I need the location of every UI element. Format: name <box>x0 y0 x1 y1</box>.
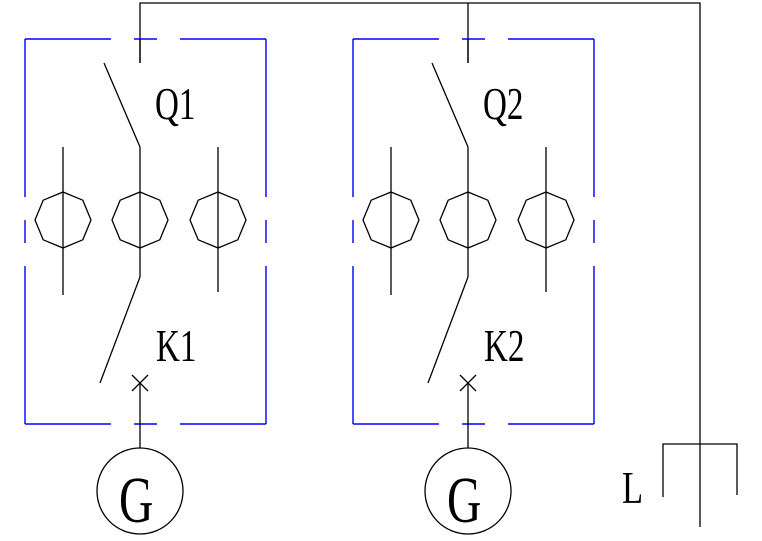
contactor-contact <box>99 276 141 384</box>
bus-wire <box>139 2 701 527</box>
generator-label: G <box>119 465 153 537</box>
current-transformer-icon <box>439 191 497 249</box>
current-transformer-icon <box>34 191 92 249</box>
current-transformer-icon <box>517 191 575 249</box>
generator-icon <box>96 447 184 535</box>
current-transformer-icon <box>362 191 420 249</box>
generator-icon <box>424 447 512 535</box>
current-transformer-icon <box>111 191 169 249</box>
breaker-label: Q2 <box>483 78 523 130</box>
main-bus <box>139 2 701 527</box>
breaker-label: Q1 <box>155 78 195 130</box>
load-label: L <box>622 462 643 513</box>
current-transformer-icon <box>189 191 247 249</box>
breaker-contact <box>103 62 141 148</box>
contactor-label: K2 <box>484 320 524 372</box>
load-symbol <box>662 443 738 497</box>
contactor-label: K1 <box>156 320 196 372</box>
load: L <box>622 443 738 513</box>
contactor-contact <box>427 276 469 384</box>
generator-label: G <box>447 465 481 537</box>
breaker-contact <box>431 62 469 148</box>
